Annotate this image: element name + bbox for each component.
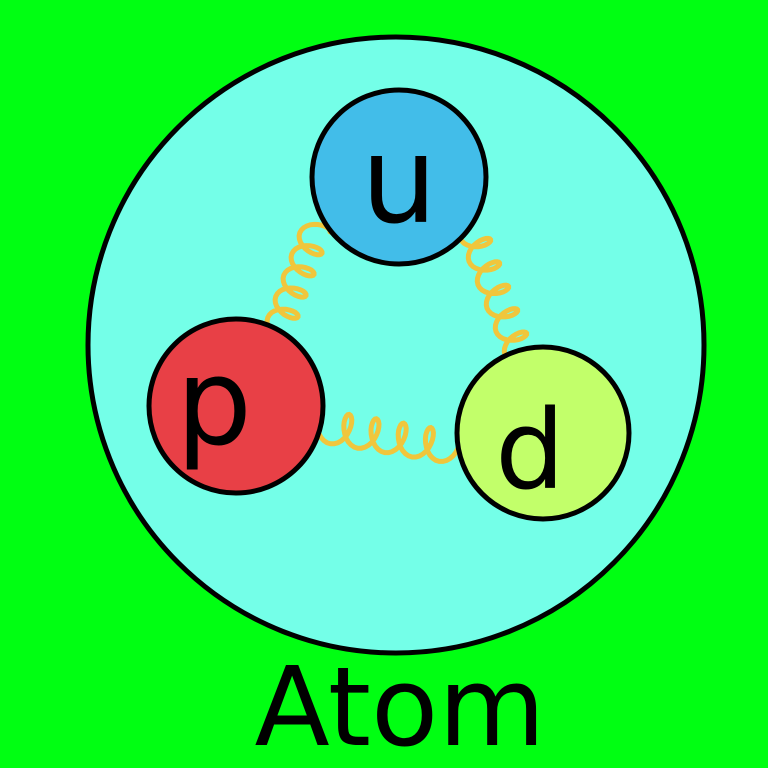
quark-down-red-circle — [146, 316, 326, 496]
diagram-title: Atom — [255, 643, 546, 768]
quark-down-label-green: d — [495, 386, 565, 514]
quark-down-label-red: d — [176, 349, 252, 488]
quark-up-circle — [309, 87, 489, 267]
gluon-d-d — [314, 407, 464, 464]
gluon-springs — [264, 221, 530, 464]
gluon-u-d-red — [264, 221, 333, 342]
quark-down-green-circle — [454, 344, 632, 522]
gluon-u-d-green — [457, 235, 530, 358]
quark-up-label: u — [361, 112, 437, 251]
